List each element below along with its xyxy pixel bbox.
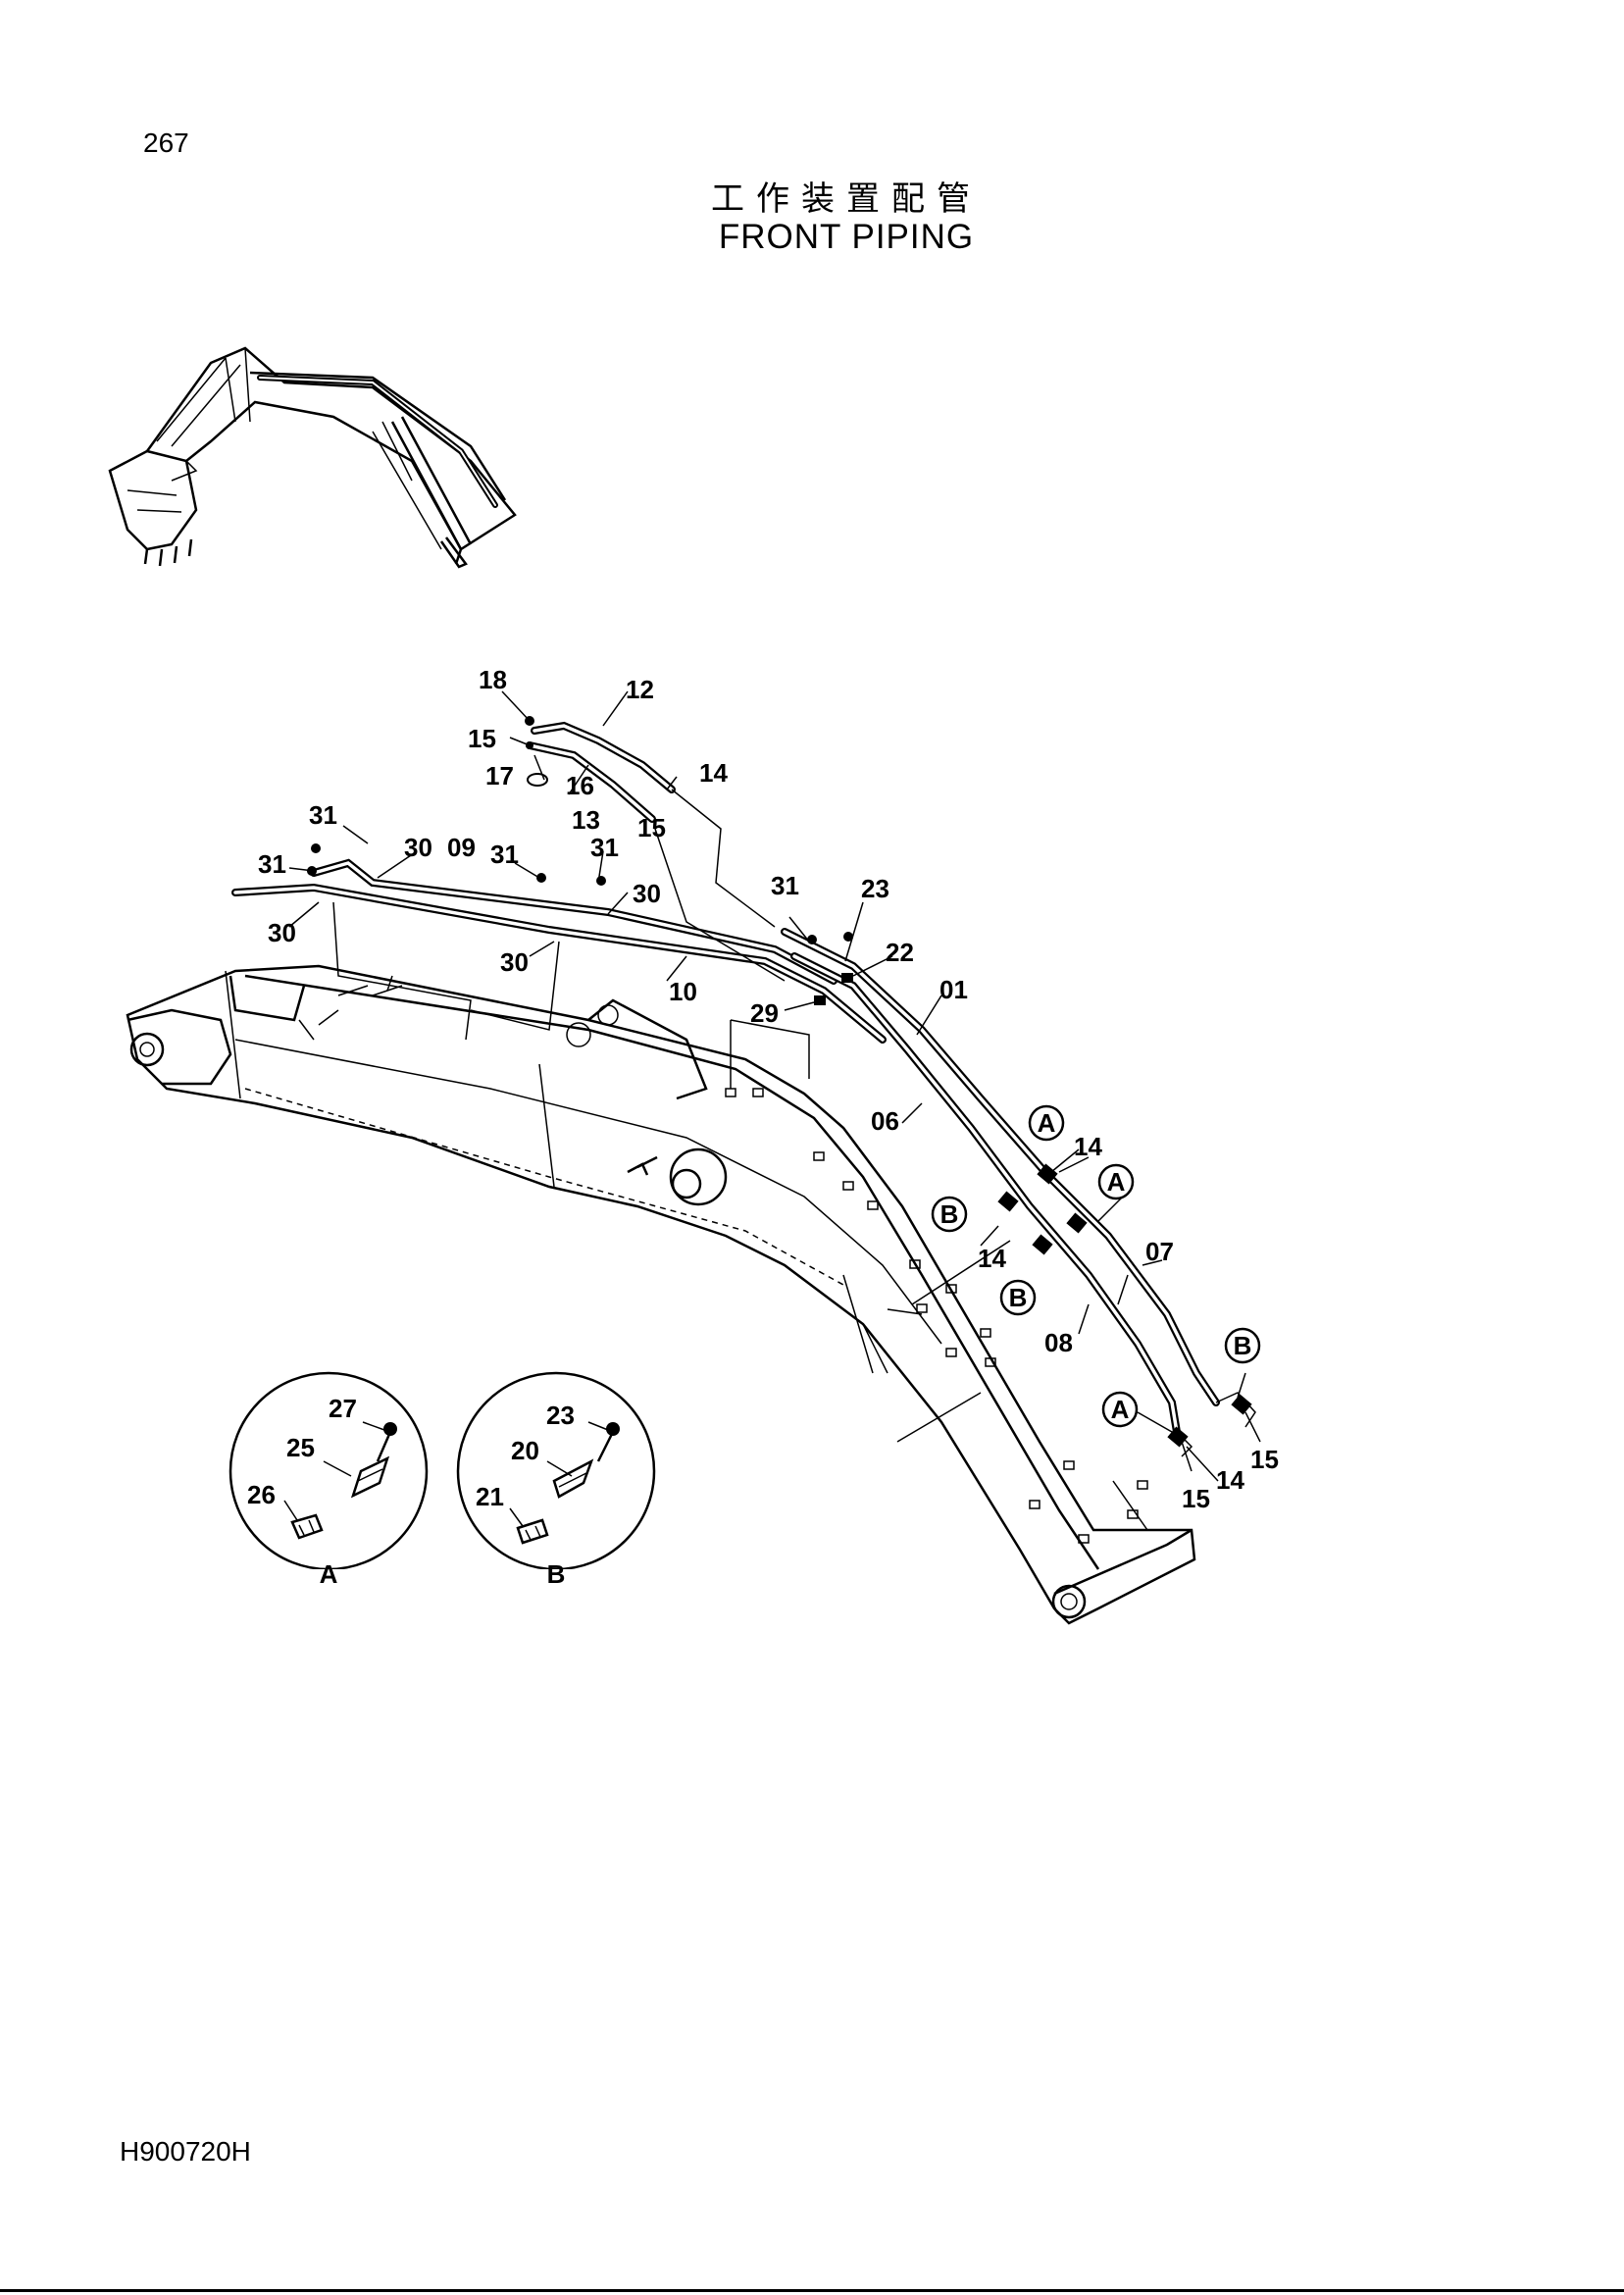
bottom-rule xyxy=(0,2289,1624,2292)
callout-14: 14 xyxy=(1074,1132,1102,1161)
page-title-chinese: 工作装置配管 xyxy=(711,179,982,219)
callout-27: 27 xyxy=(329,1394,357,1423)
callout-16: 16 xyxy=(566,771,594,800)
callout-01: 01 xyxy=(939,975,968,1004)
view-marker-a: A xyxy=(1028,1104,1065,1142)
callout-31: 31 xyxy=(771,871,799,900)
drawing-code: H900720H xyxy=(120,2136,251,2167)
callout-25: 25 xyxy=(286,1433,315,1462)
view-marker-a: A xyxy=(1101,1391,1139,1428)
callout-23: 23 xyxy=(546,1401,575,1430)
callout-10: 10 xyxy=(669,977,697,1006)
svg-text:A: A xyxy=(1107,1167,1126,1197)
callout-30: 30 xyxy=(268,918,296,947)
callout-numbers: 18 12 15 17 16 14 13 15 31 30 09 31 31 3… xyxy=(258,665,1279,1513)
callout-31: 31 xyxy=(490,840,519,869)
page-number: 267 xyxy=(143,128,189,158)
callout-15: 15 xyxy=(468,724,496,753)
svg-text:B: B xyxy=(1234,1331,1252,1360)
leader-lines xyxy=(288,690,1261,1482)
bolts xyxy=(307,716,853,944)
callout-07: 07 xyxy=(1145,1237,1174,1266)
callout-09: 09 xyxy=(447,833,476,862)
callout-30: 30 xyxy=(633,879,661,908)
callout-06: 06 xyxy=(871,1106,899,1136)
callout-14: 14 xyxy=(978,1244,1006,1273)
callout-31: 31 xyxy=(590,833,619,862)
view-markers: A A B B B A xyxy=(931,1104,1261,1428)
callout-29: 29 xyxy=(750,998,779,1028)
detail-label-b: B xyxy=(547,1559,566,1589)
view-marker-b: B xyxy=(931,1196,968,1233)
svg-text:A: A xyxy=(1038,1108,1056,1138)
callout-15: 15 xyxy=(1182,1484,1210,1513)
callout-13: 13 xyxy=(572,805,600,835)
callout-30: 30 xyxy=(404,833,432,862)
callout-12: 12 xyxy=(626,675,654,704)
view-marker-b: B xyxy=(999,1279,1037,1316)
svg-text:B: B xyxy=(1009,1283,1028,1312)
callout-26: 26 xyxy=(247,1480,276,1509)
detail-label-a: A xyxy=(320,1559,338,1589)
callout-23: 23 xyxy=(861,874,889,903)
callout-18: 18 xyxy=(479,665,507,694)
callout-22: 22 xyxy=(886,938,914,967)
callout-30: 30 xyxy=(500,947,529,977)
callout-17: 17 xyxy=(485,761,514,790)
callout-20: 20 xyxy=(511,1436,539,1465)
callout-15: 15 xyxy=(637,813,666,842)
svg-text:B: B xyxy=(940,1199,959,1229)
callout-31: 31 xyxy=(258,849,286,879)
callout-15: 15 xyxy=(1250,1445,1279,1474)
view-marker-a: A xyxy=(1097,1163,1135,1200)
detail-view-b: B 23 20 21 xyxy=(456,1371,656,1589)
boom-body xyxy=(126,964,1196,1625)
view-marker-b: B xyxy=(1224,1327,1261,1364)
svg-text:A: A xyxy=(1111,1395,1130,1424)
overview-excavator-sketch xyxy=(108,346,517,569)
callout-08: 08 xyxy=(1044,1328,1073,1357)
callout-31: 31 xyxy=(309,800,337,830)
callout-21: 21 xyxy=(476,1482,504,1511)
callout-14: 14 xyxy=(699,758,728,788)
callout-14: 14 xyxy=(1216,1465,1244,1495)
detail-view-a: A 27 25 26 xyxy=(228,1371,429,1589)
hydraulic-pipes xyxy=(231,721,1256,1531)
page-title: FRONT PIPING xyxy=(718,218,975,256)
